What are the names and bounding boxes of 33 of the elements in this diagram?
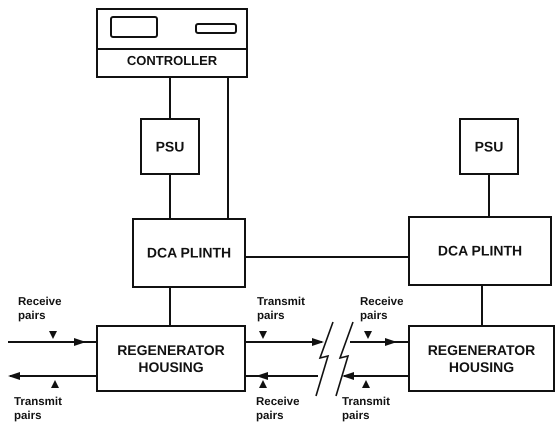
- process-box: [459, 118, 519, 175]
- signal-arrow: [8, 372, 96, 380]
- controller-unit: [96, 8, 248, 78]
- node-label: REGENERATOR HOUSING: [426, 342, 536, 376]
- connector-line: [169, 288, 171, 325]
- process-box: [96, 325, 246, 392]
- signal-arrow: [246, 338, 324, 346]
- node-label: REGENERATOR HOUSING: [116, 342, 226, 376]
- process-box: [132, 218, 246, 288]
- edge-label: Receive pairs: [18, 295, 62, 323]
- edge-label: Receive pairs: [256, 395, 300, 423]
- edge-label: Receive pairs: [360, 295, 404, 323]
- signal-arrow: [245, 372, 319, 380]
- node-label: DCA PLINTH: [436, 242, 524, 260]
- node-label: PSU: [154, 138, 186, 155]
- process-box: [408, 216, 552, 286]
- signal-arrow: [342, 372, 408, 380]
- connector-line: [488, 175, 490, 216]
- signal-arrow: [349, 338, 409, 346]
- edge-label: Transmit pairs: [342, 395, 391, 423]
- node-label: PSU: [474, 138, 504, 155]
- connector-line: [227, 78, 229, 218]
- process-box: [408, 325, 555, 392]
- connector-line: [481, 286, 483, 325]
- node-label: DCA PLINTH: [146, 244, 232, 262]
- edge-label: Transmit pairs: [14, 395, 63, 423]
- connector-line: [246, 256, 408, 258]
- signal-arrow: [7, 338, 97, 346]
- process-box: [140, 118, 200, 175]
- connector-line: [169, 175, 171, 218]
- edge-label: Transmit pairs: [257, 295, 306, 323]
- node-label: CONTROLLER: [126, 52, 218, 69]
- connector-line: [169, 78, 171, 118]
